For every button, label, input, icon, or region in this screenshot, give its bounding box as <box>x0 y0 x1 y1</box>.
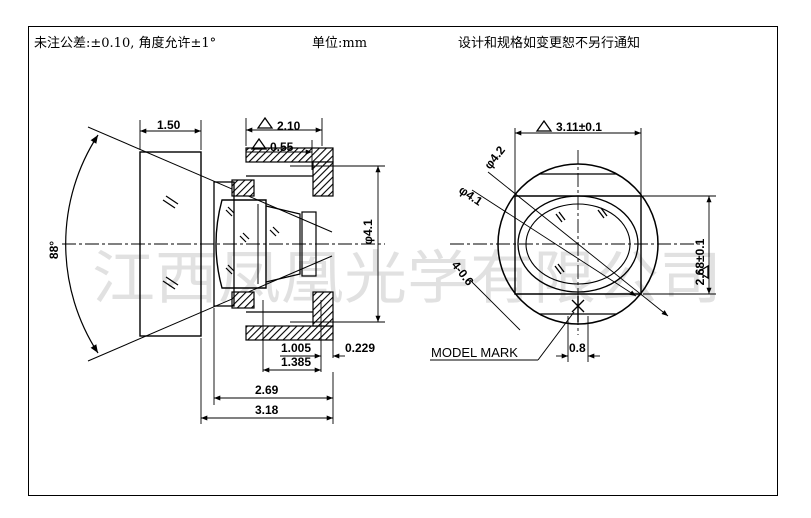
dim-angle-88: 88° <box>47 241 61 259</box>
dim-0-229: 0.229 <box>345 341 375 355</box>
dim-1-385: 1.385 <box>281 355 311 369</box>
change-notice: 设计和规格如变更恕不另行通知 <box>458 36 641 51</box>
dim-phi-4-2: φ4.2 <box>481 143 508 172</box>
dim-2-68: 2.68±0.1 <box>693 238 707 285</box>
dim-0-8: 0.8 <box>569 341 586 355</box>
dim-3-18: 3.18 <box>255 403 279 417</box>
unit-note: 单位:mm <box>312 36 368 51</box>
side-view <box>62 116 385 424</box>
dim-2-10: 2.10 <box>277 119 301 133</box>
front-view <box>430 119 716 362</box>
dim-1-005: 1.005 <box>281 341 311 355</box>
dim-phi-4-1-front: φ4.1 <box>456 183 485 209</box>
watermark-text: 江西凤凰光学有限公司 <box>92 244 722 312</box>
dim-0-55: 0.55 <box>270 140 294 154</box>
drawing-frame <box>28 26 778 496</box>
dim-3-11: 3.11±0.1 <box>556 120 602 134</box>
tolerance-note: 未注公差:±0.10, 角度允许±1° <box>34 36 217 51</box>
model-mark-label: MODEL MARK <box>431 345 518 360</box>
dim-phi-4-1-side: φ4.1 <box>361 219 375 245</box>
dim-1-50: 1.50 <box>157 118 181 132</box>
dim-2-69: 2.69 <box>255 383 279 397</box>
